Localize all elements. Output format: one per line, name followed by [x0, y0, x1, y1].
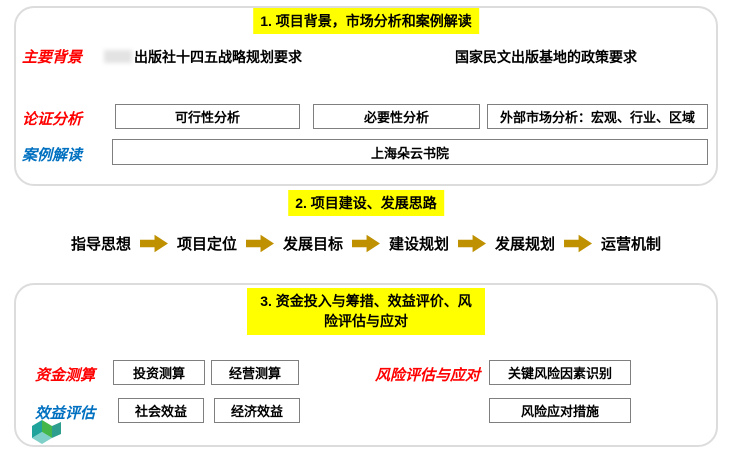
- section-1-title: 1. 项目背景，市场分析和案例解读: [253, 8, 479, 34]
- development-flow: 指导思想 项目定位 发展目标 建设规划 发展规划 运营机制: [0, 233, 732, 254]
- arrow-right-icon: [139, 234, 168, 253]
- benefit-box-economic: 经济效益: [214, 398, 300, 423]
- arrow-right-icon: [245, 234, 274, 253]
- main-background-label: 主要背景: [22, 49, 83, 66]
- risk-label: 风险评估与应对: [375, 367, 481, 384]
- flow-step-project-positioning: 项目定位: [176, 236, 237, 253]
- background-item-1: 出版社十四五战略规划要求: [104, 47, 302, 67]
- funding-box-operating: 经营测算: [211, 360, 299, 385]
- case-study-box: 上海朵云书院: [112, 139, 708, 165]
- redacted-blur: [104, 50, 132, 63]
- arrow-right-icon: [458, 234, 487, 253]
- risk-box-identification: 关键风险因素识别: [489, 360, 631, 385]
- funding-label: 资金测算: [35, 367, 96, 384]
- case-study-label: 案例解读: [22, 147, 83, 164]
- company-logo: [32, 420, 61, 444]
- section-3-title: 3. 资金投入与筹措、效益评价、风险评估与应对: [247, 288, 485, 335]
- benefit-label: 效益评估: [35, 405, 96, 422]
- arrow-right-icon: [564, 234, 593, 253]
- flow-step-construction-plan: 建设规划: [389, 236, 450, 253]
- background-item-2: 国家民文出版基地的政策要求: [455, 49, 637, 65]
- risk-box-response: 风险应对措施: [489, 398, 631, 423]
- flow-step-operation-mechanism: 运营机制: [601, 236, 662, 253]
- analysis-label: 论证分析: [22, 111, 83, 128]
- flow-step-development-goals: 发展目标: [282, 236, 343, 253]
- benefit-box-social: 社会效益: [118, 398, 204, 423]
- arrow-right-icon: [352, 234, 380, 253]
- analysis-box-feasibility: 可行性分析: [115, 104, 300, 129]
- flow-step-development-plan: 发展规划: [495, 236, 556, 253]
- funding-box-investment: 投资测算: [113, 360, 205, 385]
- analysis-box-external-market: 外部市场分析：宏观、行业、区域: [487, 104, 708, 129]
- flow-step-guiding-ideology: 指导思想: [70, 236, 131, 253]
- analysis-box-necessity: 必要性分析: [313, 104, 480, 129]
- section-2-title: 2. 项目建设、发展思路: [288, 190, 444, 216]
